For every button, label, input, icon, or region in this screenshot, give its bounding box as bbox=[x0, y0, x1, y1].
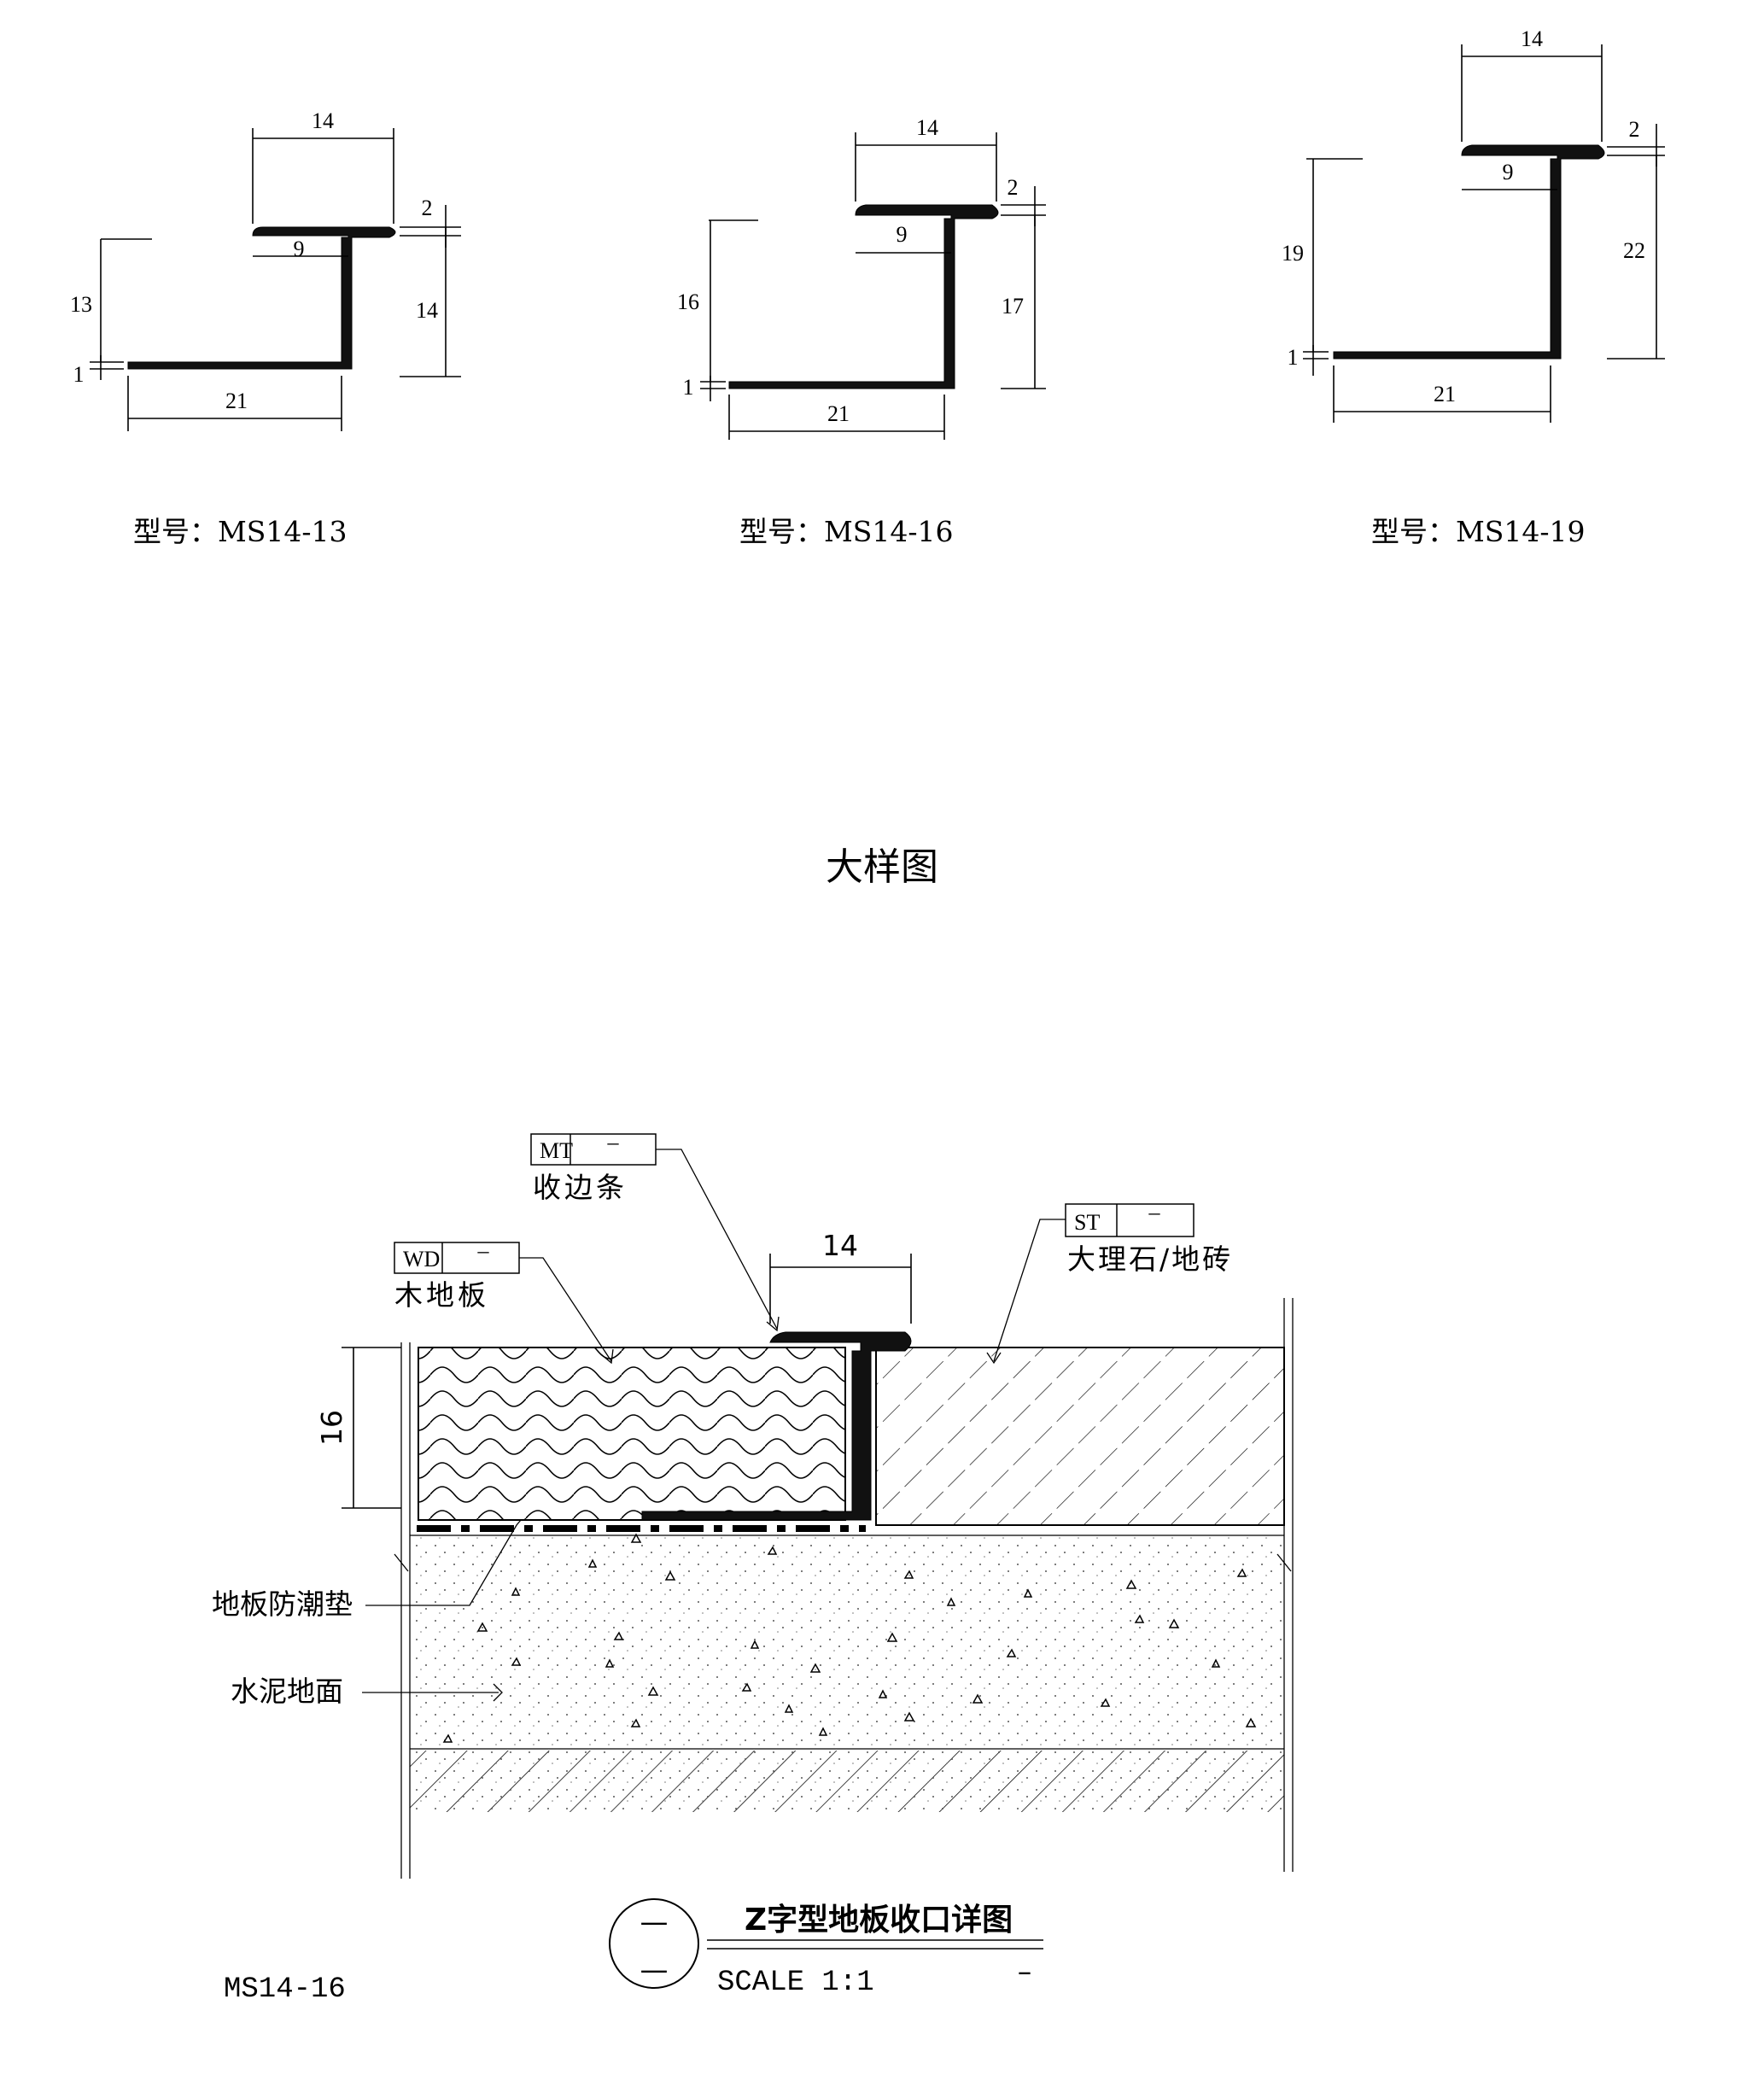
tag-dash: – bbox=[607, 1130, 620, 1155]
section-title: 大样图 bbox=[826, 845, 938, 889]
dim-bottom: 21 bbox=[225, 389, 248, 413]
model-label: 型号：MS14-13 bbox=[133, 515, 348, 548]
dimension-lines bbox=[700, 132, 1046, 440]
dim-cap: 2 bbox=[422, 196, 433, 220]
dim-top: 14 bbox=[1521, 26, 1543, 51]
dim-inner: 9 bbox=[294, 237, 305, 261]
tag-dash: – bbox=[477, 1238, 490, 1263]
tag-dash: – bbox=[1148, 1200, 1161, 1225]
top-dimension bbox=[769, 1254, 912, 1324]
dim-inner: 9 bbox=[1503, 160, 1514, 184]
height-dimension bbox=[342, 1347, 401, 1509]
tag-mt: MT – 收边条 bbox=[530, 1130, 780, 1332]
tag-code: WD bbox=[403, 1247, 440, 1271]
bottom-model-label: MS14-16 bbox=[224, 1973, 346, 2006]
tag-st: ST – 大理石/地砖 bbox=[986, 1200, 1233, 1365]
floor-section-detail: 16 14 MT – 收边条 WD – 木地板 bbox=[212, 1130, 1294, 2006]
dim-top: 14 bbox=[312, 108, 334, 133]
arrow-icon bbox=[493, 1683, 503, 1702]
tag-label: 木地板 bbox=[394, 1278, 489, 1312]
badge-dash-top: — bbox=[640, 1905, 669, 1938]
dim-base: 1 bbox=[1288, 345, 1299, 370]
tag-label: 大理石/地砖 bbox=[1067, 1242, 1233, 1276]
dim-bottom: 21 bbox=[827, 401, 850, 426]
dim-top: 14 bbox=[916, 115, 938, 140]
callout-moisture-pad: 地板防潮垫 bbox=[212, 1587, 353, 1621]
dimension-lines bbox=[1303, 44, 1665, 423]
scale-dash: – bbox=[1018, 1955, 1032, 1988]
profile-ms14-16: 14 2 9 16 17 1 21 型号：MS14-16 bbox=[677, 115, 1046, 548]
detail-title: Z字型地板收口详图 bbox=[745, 1903, 1013, 1938]
dim-cap: 2 bbox=[1008, 175, 1019, 200]
dim-base: 1 bbox=[73, 362, 85, 387]
top-dim-label: 14 bbox=[822, 1229, 858, 1262]
tag-label: 收边条 bbox=[533, 1171, 628, 1204]
title-block: — — Z字型地板收口详图 SCALE 1:1 – bbox=[609, 1898, 1043, 1999]
tag-code: MT bbox=[540, 1138, 573, 1163]
profile-ms14-13: 14 2 9 13 14 1 21 型号：MS14-13 bbox=[70, 108, 461, 548]
cement-screed-layer bbox=[410, 1537, 1284, 1749]
wood-floor-block bbox=[418, 1347, 846, 1521]
dim-bottom: 21 bbox=[1434, 382, 1456, 406]
tag-wd: WD – 木地板 bbox=[394, 1238, 614, 1365]
profile-ms14-19: 14 2 9 19 22 1 21 型号：MS14-19 bbox=[1282, 26, 1665, 548]
z-profile-shape bbox=[127, 226, 396, 370]
dim-right-height: 14 bbox=[416, 298, 438, 323]
dim-left-height: 19 bbox=[1282, 241, 1304, 266]
dimension-lines bbox=[90, 128, 461, 431]
dim-cap: 2 bbox=[1629, 117, 1640, 142]
model-label: 型号：MS14-16 bbox=[739, 515, 954, 548]
z-profile-shape bbox=[728, 204, 999, 389]
tag-code: ST bbox=[1074, 1210, 1100, 1235]
callout-pad-leader bbox=[365, 1519, 522, 1606]
callout-cement: 水泥地面 bbox=[231, 1675, 343, 1708]
dim-left-height: 16 bbox=[677, 289, 699, 314]
dim-left-height: 13 bbox=[70, 292, 92, 317]
z-profile-shape bbox=[1333, 144, 1605, 360]
dim-right-height: 17 bbox=[1002, 294, 1024, 319]
dim-base: 1 bbox=[683, 375, 694, 400]
dim-right-height: 22 bbox=[1623, 238, 1645, 263]
stone-tile-block bbox=[875, 1347, 1285, 1526]
aggregate-marks bbox=[442, 1533, 1257, 1743]
dim-inner: 9 bbox=[897, 222, 908, 247]
badge-dash-bottom: — bbox=[640, 1953, 669, 1986]
height-dim-label: 16 bbox=[315, 1410, 348, 1446]
model-label: 型号：MS14-19 bbox=[1371, 515, 1586, 548]
scale-label: SCALE 1:1 bbox=[717, 1967, 874, 1999]
section-z-profile bbox=[641, 1331, 912, 1521]
